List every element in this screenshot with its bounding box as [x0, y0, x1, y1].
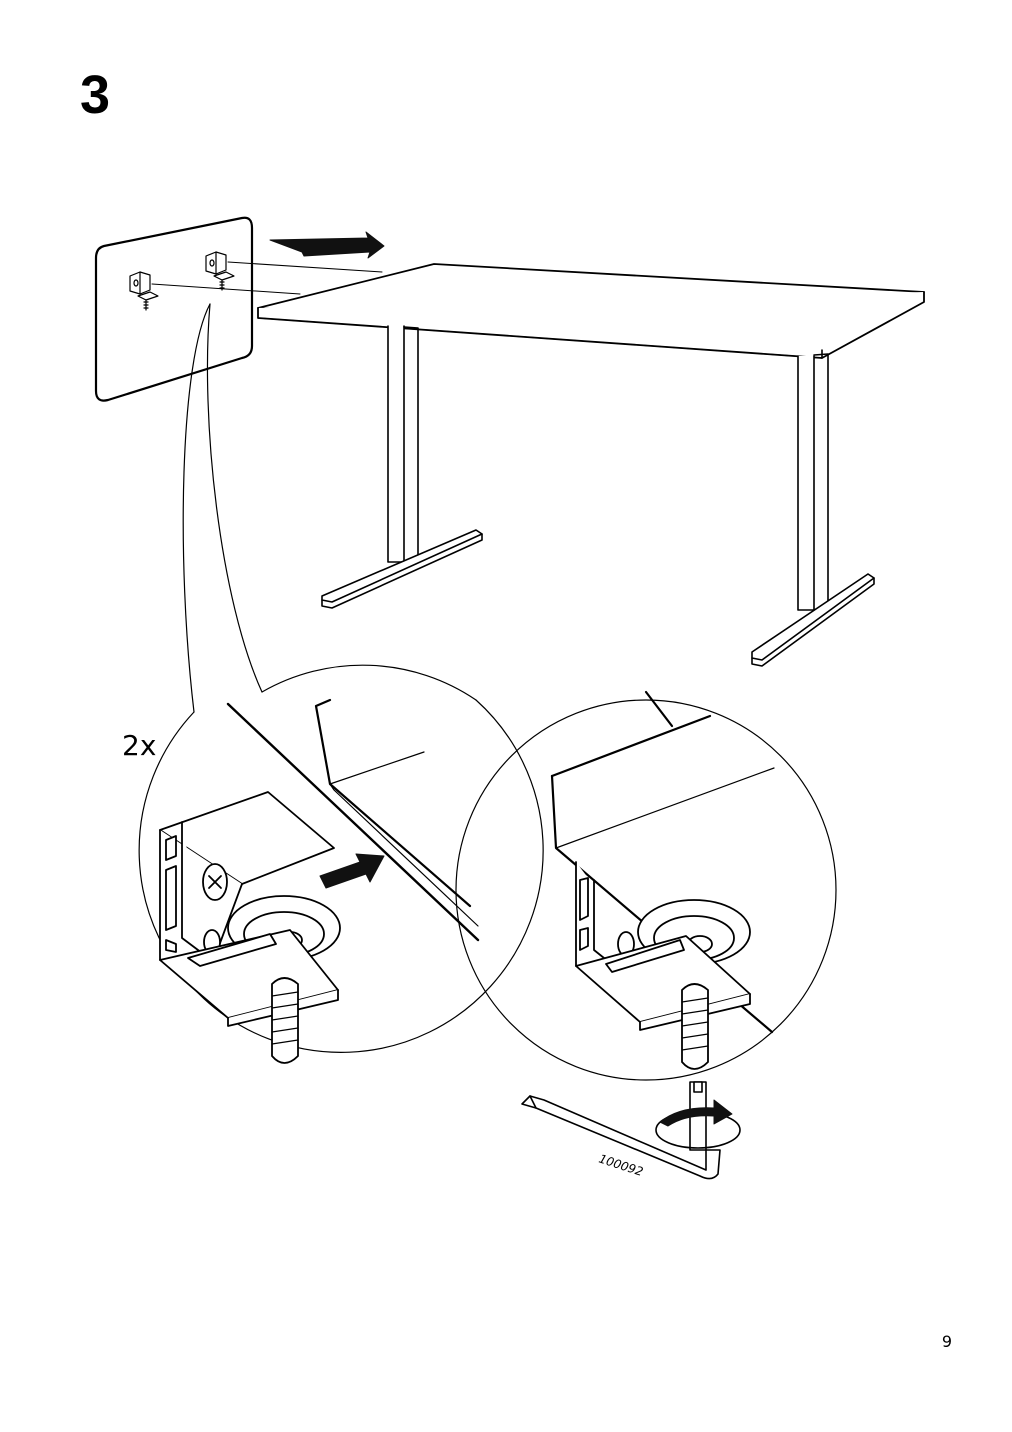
page-number: 9 — [941, 1332, 952, 1351]
bracket-callout-panel — [94, 216, 383, 713]
insert-arrow-icon — [319, 853, 385, 889]
desk-illustration — [257, 263, 925, 667]
push-arrow-icon — [269, 231, 385, 259]
quantity-label: 2x — [122, 729, 157, 762]
zoom-detail-circle-left — [138, 664, 544, 1064]
tool-code-label: 100092 — [597, 1152, 645, 1179]
zoom-detail-circle-right — [455, 690, 837, 1081]
bracket-small-icon — [129, 271, 159, 311]
step-number: 3 — [80, 65, 111, 125]
rotate-clockwise-icon — [655, 1099, 741, 1149]
